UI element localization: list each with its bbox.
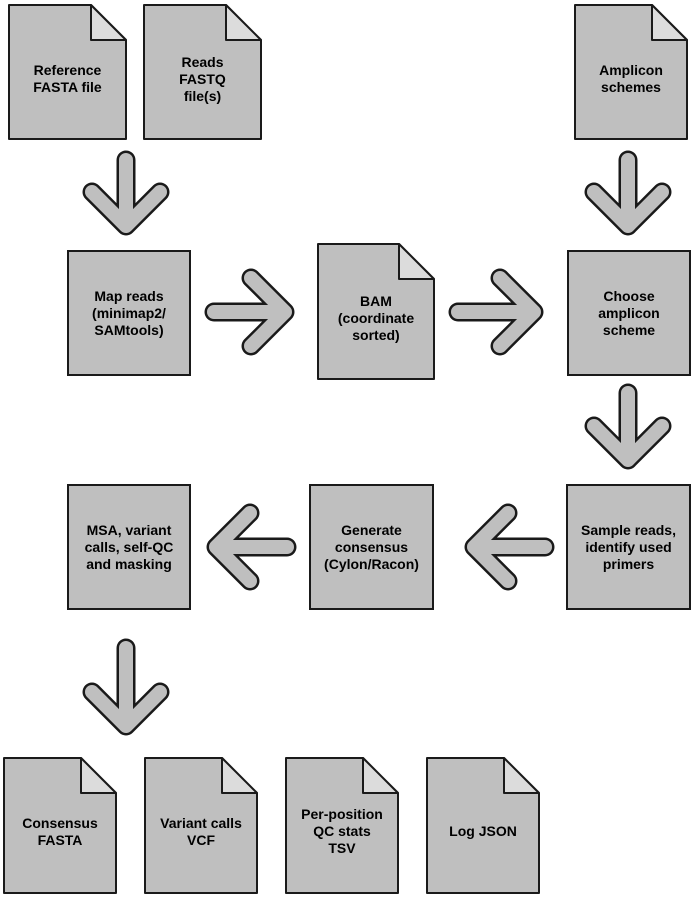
arrow-msa-to-outputs (82, 638, 170, 736)
bam-file: BAM (coordinate sorted) (317, 243, 435, 380)
arrow-consensus-to-msa (206, 503, 297, 591)
sample-reads-label: Sample reads, identify used primers (581, 521, 676, 572)
reference-fasta-file: Reference FASTA file (8, 4, 127, 140)
reads-fastq-label: Reads FASTQ file(s) (179, 53, 226, 104)
log-json-file: Log JSON (426, 757, 540, 894)
qc-stats-tsv-label: Per-position QC stats TSV (301, 806, 383, 856)
amplicon-schemes-label: Amplicon schemes (599, 62, 663, 95)
map-reads-step: Map reads (minimap2/ SAMtools) (67, 250, 191, 376)
qc-stats-tsv-file: Per-position QC stats TSV (285, 757, 399, 894)
variant-calls-vcf-file: Variant calls VCF (144, 757, 258, 894)
arrow-inputs-to-map (82, 150, 170, 236)
consensus-fasta-file: Consensus FASTA (3, 757, 117, 894)
choose-amplicon-scheme-step: Choose amplicon scheme (567, 250, 691, 376)
msa-variant-calls-label: MSA, variant calls, self-QC and masking (84, 521, 174, 572)
choose-amplicon-scheme-label: Choose amplicon scheme (598, 287, 660, 338)
generate-consensus-step: Generate consensus (Cylon/Racon) (309, 484, 434, 610)
log-json-label: Log JSON (449, 823, 517, 839)
sample-reads-step: Sample reads, identify used primers (566, 484, 691, 610)
map-reads-label: Map reads (minimap2/ SAMtools) (92, 287, 166, 338)
arrow-choose-to-sample (584, 383, 672, 470)
amplicon-schemes-file: Amplicon schemes (574, 4, 688, 140)
arrow-bam-to-choose (448, 268, 544, 356)
msa-variant-calls-step: MSA, variant calls, self-QC and masking (67, 484, 191, 610)
variant-calls-vcf-label: Variant calls VCF (160, 814, 242, 848)
arrow-sample-to-consensus (464, 503, 555, 591)
reads-fastq-files: Reads FASTQ file(s) (143, 4, 262, 140)
arrow-schemes-to-choose (584, 150, 672, 236)
reference-fasta-label: Reference FASTA file (33, 62, 102, 95)
generate-consensus-label: Generate consensus (Cylon/Racon) (324, 521, 419, 572)
consensus-fasta-label: Consensus FASTA (22, 814, 98, 848)
bam-label: BAM (coordinate sorted) (337, 293, 415, 343)
arrow-map-to-bam (204, 268, 295, 356)
